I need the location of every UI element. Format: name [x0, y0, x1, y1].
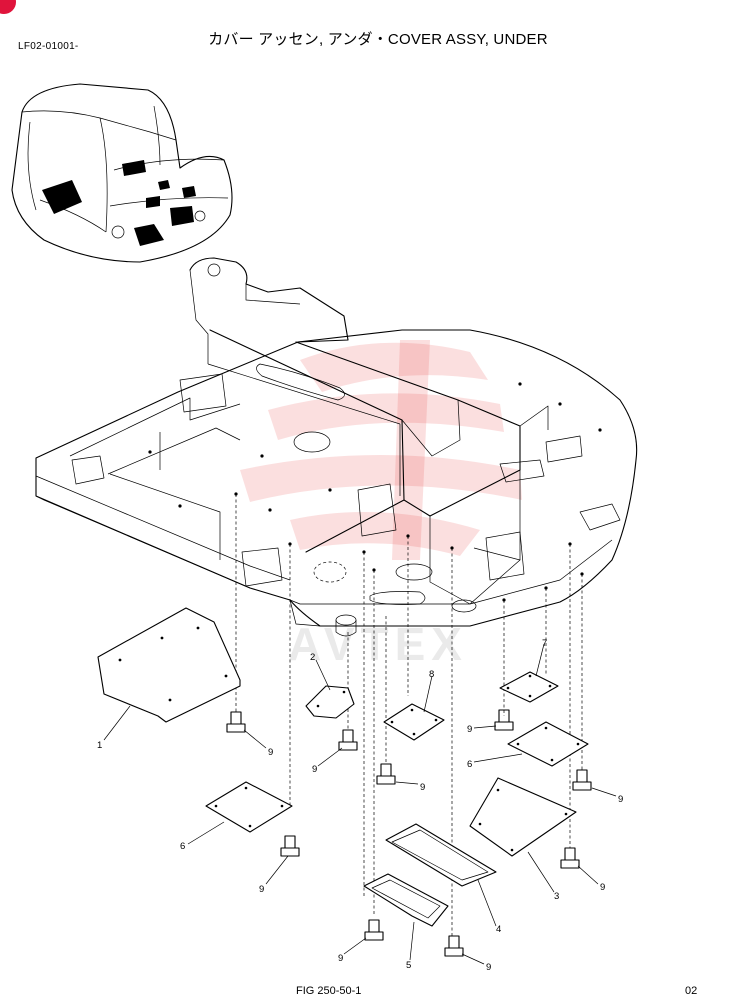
- callout-9e: 9: [618, 794, 623, 805]
- cover-7: [499, 671, 559, 703]
- leader-lines: [103, 643, 617, 965]
- locator-cover-7: [122, 160, 146, 176]
- locator-cover-6: [170, 206, 194, 226]
- callout-9a: 9: [268, 747, 273, 758]
- callout-5: 5: [406, 960, 411, 971]
- bolt-1: [226, 711, 246, 733]
- callout-9d: 9: [420, 782, 425, 793]
- cover-8: [383, 703, 445, 741]
- locator-cover-5: [182, 186, 196, 198]
- corner-badge: [0, 0, 16, 14]
- cover-6a: [507, 721, 589, 767]
- callout-9f: 9: [259, 884, 264, 895]
- watermark-text: AVTEX: [288, 618, 468, 670]
- cover-5: [363, 873, 449, 927]
- callout-9g: 9: [600, 882, 605, 893]
- callout-9i: 9: [486, 962, 491, 973]
- callout-4: 4: [496, 924, 501, 935]
- drawing-code: LF02-01001-: [18, 41, 79, 52]
- callout-9c: 9: [467, 724, 472, 735]
- upper-frame: [35, 257, 638, 637]
- callout-3: 3: [554, 891, 559, 902]
- bolt-6: [280, 835, 300, 857]
- bolt-5: [572, 769, 592, 791]
- bolt-9: [444, 935, 464, 957]
- watermark-logo: [240, 340, 522, 560]
- callout-9h: 9: [338, 953, 343, 964]
- callout-8: 8: [429, 669, 434, 680]
- locator-cover-8: [146, 196, 160, 208]
- locator-thumbnail: [11, 83, 233, 263]
- figure-number: FIG 250-50-1: [296, 985, 362, 997]
- assembly-lines: [235, 494, 583, 936]
- callout-9b: 9: [312, 764, 317, 775]
- callout-6b: 6: [180, 841, 185, 852]
- bolt-8: [364, 919, 384, 941]
- callout-1: 1: [97, 740, 102, 751]
- locator-cover-3: [134, 224, 164, 246]
- page-number: 02: [685, 985, 698, 997]
- callout-6a: 6: [467, 759, 472, 770]
- cover-1: [97, 607, 241, 723]
- cover-4: [385, 823, 497, 887]
- locator-cover-2: [158, 180, 170, 190]
- bolt-3: [494, 709, 514, 731]
- callout-2: 2: [310, 652, 315, 663]
- bolt-7: [560, 847, 580, 869]
- bolt-2: [338, 729, 358, 751]
- page-title: カバー アッセン, アンダ・COVER ASSY, UNDER: [208, 31, 548, 48]
- cover-6b: [205, 781, 293, 833]
- callout-labels: 1 2 8 7 6 6 3 4 5 9 9 9 9 9 9 9 9 9: [97, 638, 623, 973]
- bolt-4: [376, 763, 396, 785]
- locator-cover-1: [42, 180, 82, 214]
- cover-2: [305, 685, 355, 719]
- cover-3: [469, 777, 577, 857]
- callout-7: 7: [542, 638, 547, 649]
